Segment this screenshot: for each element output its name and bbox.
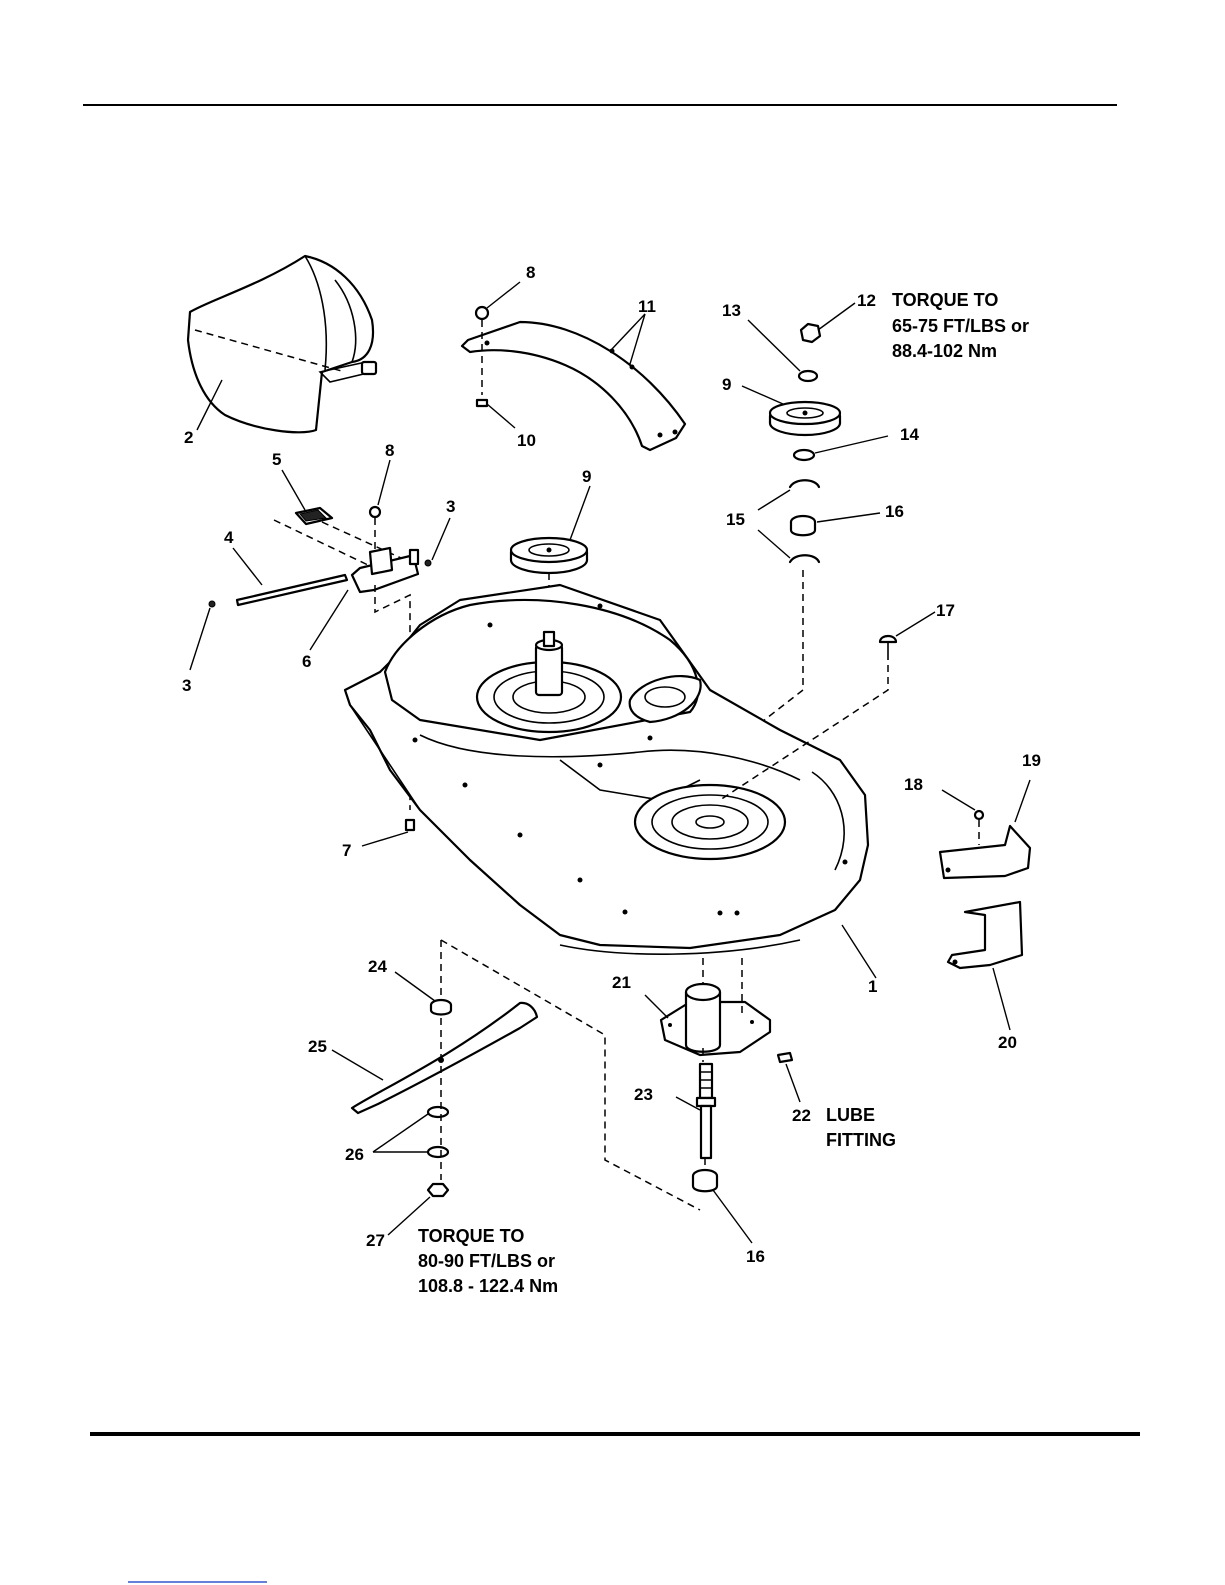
callout-15: 15 — [726, 510, 745, 529]
callout-5: 5 — [272, 450, 281, 469]
callout-12: 12 — [857, 291, 876, 310]
callout-2: 2 — [184, 428, 193, 447]
callout-9: 9 — [722, 375, 731, 394]
callout-27: 27 — [366, 1231, 385, 1250]
mower-deck — [345, 585, 868, 954]
callout-1: 1 — [868, 977, 877, 996]
callout-22: 22 — [792, 1106, 811, 1125]
callout-16: 16 — [885, 502, 904, 521]
belt-guard — [462, 322, 685, 450]
discharge-chute — [188, 256, 376, 432]
blade-assembly — [352, 1000, 537, 1196]
callout-24: 24 — [368, 957, 387, 976]
callout-20: 20 — [998, 1033, 1017, 1052]
torque-note-top-line2: 65-75 FT/LBS or — [892, 316, 1029, 336]
callout-25: 25 — [308, 1037, 327, 1056]
callout-13: 13 — [722, 301, 741, 320]
idler-pulley — [511, 538, 587, 573]
torque-note-bottom-line3: 108.8 - 122.4 Nm — [418, 1276, 558, 1296]
callout-8: 8 — [385, 441, 394, 460]
callout-16: 16 — [746, 1247, 765, 1266]
callout-26: 26 — [345, 1145, 364, 1164]
torque-note-bottom-line2: 80-90 FT/LBS or — [418, 1251, 555, 1271]
lube-note-line1: LUBE — [826, 1105, 875, 1125]
callout-11: 11 — [638, 297, 656, 316]
torque-note-top-line1: TORQUE TO — [892, 290, 998, 310]
callout-6: 6 — [302, 652, 311, 671]
torque-note-bottom-line1: TORQUE TO — [418, 1226, 524, 1246]
callout-19: 19 — [1022, 751, 1041, 770]
deck-brackets — [940, 811, 1030, 968]
callout-18: 18 — [904, 775, 923, 794]
lube-note-line2: FITTING — [826, 1130, 896, 1150]
callout-4: 4 — [224, 528, 234, 547]
callout-7: 7 — [342, 841, 351, 860]
callout-3: 3 — [446, 497, 455, 516]
callout-9: 9 — [582, 467, 591, 486]
torque-note-top-line3: 88.4-102 Nm — [892, 341, 997, 361]
callout-21: 21 — [612, 973, 631, 992]
spindle-pulley-stack — [770, 324, 840, 562]
callout-17: 17 — [936, 601, 955, 620]
spindle-housing — [661, 984, 792, 1191]
callout-3: 3 — [182, 676, 191, 695]
callout-14: 14 — [900, 425, 919, 444]
callout-10: 10 — [517, 431, 536, 450]
callout-23: 23 — [634, 1085, 653, 1104]
callout-8: 8 — [526, 263, 535, 282]
